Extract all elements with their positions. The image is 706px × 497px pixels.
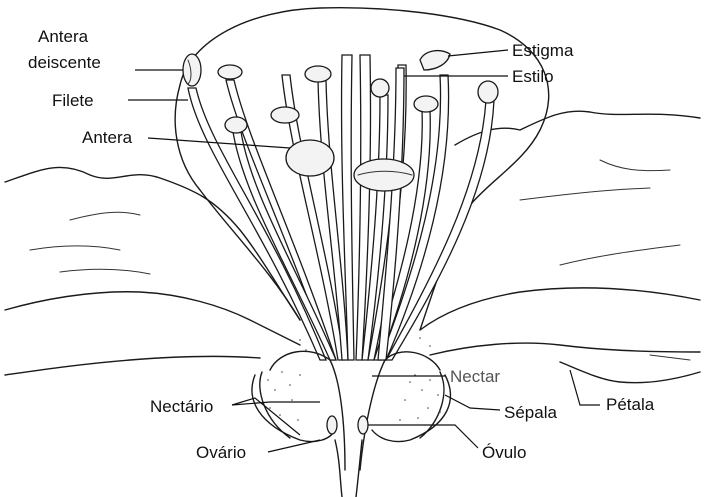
ovary-left [252,375,335,442]
label-sepala: Sépala [504,403,557,422]
label-petala: Pétala [606,395,655,414]
anther-large-2 [354,159,414,191]
label-antera-deiscente-2: deiscente [28,53,101,72]
anther-right [478,81,498,103]
leader-nectario [232,402,320,405]
anther-top-1 [218,65,242,79]
right-petal-vein-3 [600,160,670,171]
right-petal-vein-1 [520,188,650,200]
anther-large-1 [286,140,334,176]
anther-mid-3 [414,96,438,112]
filament-group [188,55,494,360]
leader-ovario [268,440,320,452]
left-petal-vein-1 [30,246,120,250]
left-petal-lower [5,292,300,345]
right-petal-bottom-edge [430,343,700,355]
label-nectario: Nectário [150,397,213,416]
ovary-right [372,375,450,442]
anther-top-2 [305,66,331,82]
ovule-right [358,416,368,434]
left-petal-vein-2 [70,212,140,220]
receptacle-outline-right [360,352,440,470]
leader-estigma [448,50,508,56]
left-petal-lower-edge [5,356,260,375]
label-nectar: Nectar [450,367,500,386]
receptacle-outline [270,351,345,470]
right-petal-vein-4 [650,355,690,360]
anther-dehiscent [183,54,201,86]
leader-sepala [445,395,500,410]
label-antera-deiscente-1: Antera [38,27,89,46]
leader-nectario-2 [232,398,300,435]
label-estigma: Estigma [512,41,574,60]
label-ovulo: Óvulo [482,443,526,462]
pedicel [335,440,362,497]
label-filete: Filete [52,91,94,110]
label-antera: Antera [82,128,133,147]
left-petal-vein-3 [60,269,150,274]
leader-ovulo [368,425,478,448]
label-ovario: Ovário [196,443,246,462]
filament-1 [188,88,326,360]
stigma [420,51,450,70]
leader-petala [570,370,600,405]
anther-mid-1 [225,117,247,133]
anther-mid-2 [271,107,299,123]
label-estilo: Estilo [512,67,554,86]
right-petal-tip [560,362,700,383]
right-petal-vein-2 [560,245,680,265]
anther-top-3 [371,79,389,97]
ovule-left [327,416,337,434]
right-petal-lower [420,288,700,330]
